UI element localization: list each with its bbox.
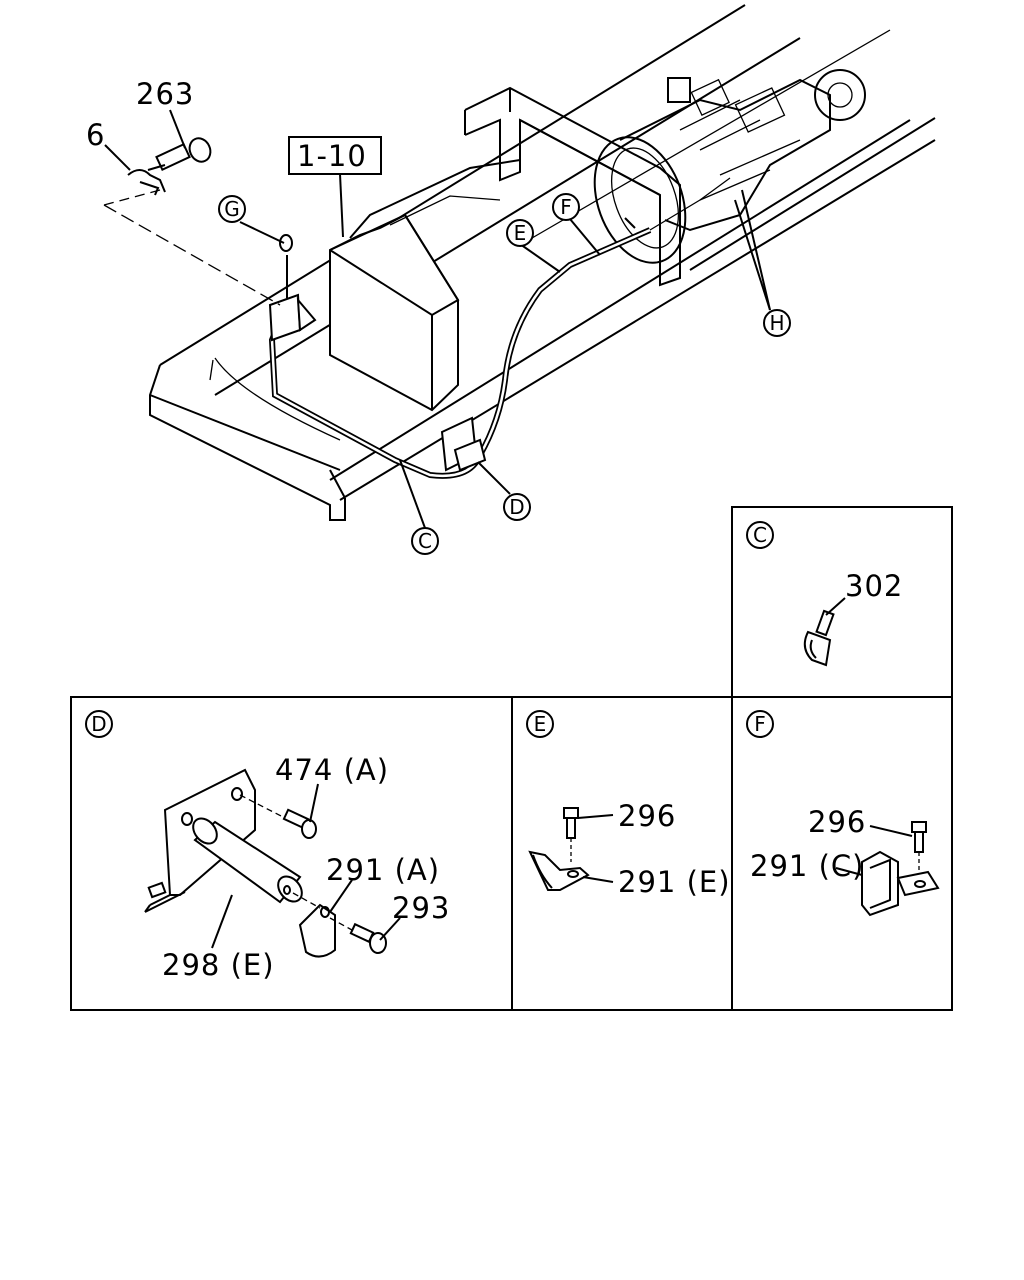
svg-text:D: D (509, 495, 524, 519)
part-label-291c: 291 (C) (750, 849, 864, 883)
panel-e-tag: E (534, 712, 547, 736)
transmission (593, 69, 866, 264)
leader-291c (835, 867, 863, 876)
detail-panel-e: E 296 291 (E) (511, 696, 733, 1011)
part-label-291a: 291 (A) (326, 853, 440, 887)
clamp-302 (803, 609, 835, 667)
frame-rails (149, 4, 936, 521)
part-label-298e: 298 (E) (162, 948, 275, 982)
part-label-291e: 291 (E) (618, 865, 731, 899)
bolt-296-e (563, 807, 579, 862)
leader-291a (329, 879, 353, 913)
leader-296-f (869, 825, 913, 837)
tube-298 (192, 817, 303, 904)
part-label-302: 302 (845, 569, 903, 603)
chassis-overview: 1-10 263 6 G E F H C D (86, 4, 936, 555)
engine-block (329, 159, 521, 412)
detail-panel-d: D (70, 696, 513, 1011)
bolt-263 (147, 137, 212, 172)
callout-e[interactable]: E (506, 219, 534, 247)
detail-panel-f: F 296 291 (C) (731, 696, 953, 1011)
leader-291e (582, 876, 614, 883)
clamp-291e (528, 850, 590, 891)
callout-f[interactable]: F (552, 193, 580, 221)
panel-c-tag: C (753, 523, 767, 547)
svg-text:C: C (418, 529, 432, 553)
part-label-474a: 474 (A) (275, 753, 389, 787)
panel-f-tag: F (754, 712, 766, 736)
clamp-291c (861, 850, 940, 917)
bolt-293 (329, 917, 387, 954)
leader-296-e (577, 814, 614, 819)
leader-474 (309, 783, 319, 823)
front-cable-bracket (268, 234, 317, 342)
detail-panel-c: C 302 (731, 506, 953, 698)
svg-text:F: F (560, 195, 572, 219)
callout-c[interactable]: C (411, 527, 439, 555)
bolt-296-f (911, 821, 927, 880)
callout-d[interactable]: D (503, 493, 531, 521)
part-label-6: 6 (86, 118, 105, 152)
svg-text:G: G (224, 197, 240, 221)
callout-h[interactable]: H (763, 309, 791, 337)
leader-lines (103, 109, 771, 529)
clip-6 (127, 169, 166, 196)
svg-text:E: E (514, 221, 527, 245)
part-label-263: 263 (136, 77, 194, 111)
frame-bracket-d (440, 416, 487, 472)
bolt-474 (239, 794, 317, 839)
leader-293 (379, 917, 401, 941)
svg-text:H: H (769, 311, 784, 335)
clamp-291a (292, 892, 336, 958)
part-label-296-e: 296 (618, 799, 676, 833)
callout-g[interactable]: G (218, 195, 246, 223)
cable-harness (268, 177, 731, 479)
leader-298 (211, 894, 233, 949)
panel-d-tag: D (91, 712, 106, 736)
ref-label-1-10: 1-10 (297, 139, 367, 173)
leader-302 (825, 597, 846, 616)
ref-box-1-10 (288, 136, 382, 175)
crossmember (464, 86, 681, 287)
part-label-296-f: 296 (808, 805, 866, 839)
part-label-293: 293 (392, 891, 450, 925)
